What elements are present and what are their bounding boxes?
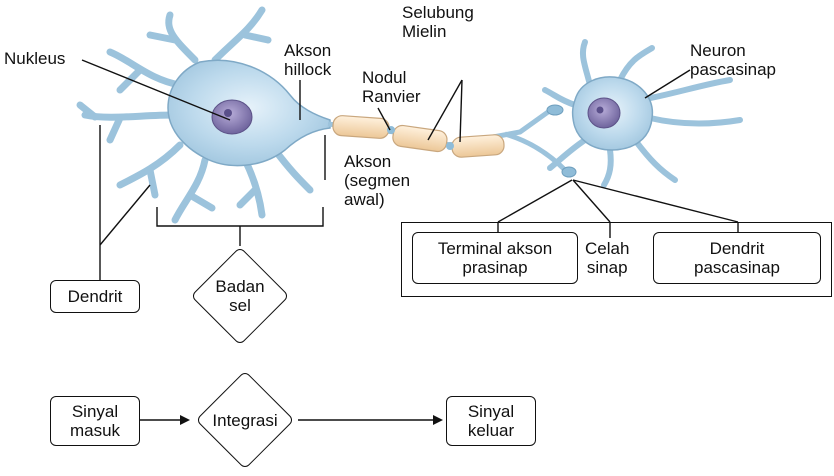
leader-lines xyxy=(81,59,739,421)
diamond-badan-sel: Badan sel xyxy=(190,246,290,346)
label-neuron-pascasinap: Neuron pascasinap xyxy=(690,41,777,79)
box-terminal-akson: Terminal akson prasinap xyxy=(412,232,578,284)
box-dendrit-pascasinap: Dendrit pascasinap xyxy=(653,232,821,284)
postsynaptic-dendrites xyxy=(542,39,743,188)
synapse-frame xyxy=(401,222,832,297)
label-selubung-mielin: Selubung Mielin xyxy=(402,3,474,41)
box-sinyal-masuk: Sinyal masuk xyxy=(50,396,140,446)
diamond-integrasi: Integrasi xyxy=(195,370,295,470)
integrasi-text: Integrasi xyxy=(212,410,278,430)
presynaptic-dendrites xyxy=(76,6,314,224)
label-akson-segmen-awal: Akson (segmen awal) xyxy=(344,152,411,209)
box-dendrit: Dendrit xyxy=(50,280,140,313)
badan-sel-text: Badan sel xyxy=(215,277,265,315)
label-akson-hillock: Akson hillock xyxy=(284,41,332,79)
label-nodul-ranvier: Nodul Ranvier xyxy=(362,68,421,106)
box-sinyal-keluar: Sinyal keluar xyxy=(446,396,536,446)
label-nukleus: Nukleus xyxy=(4,49,66,68)
label-celah-sinap: Celah sinap xyxy=(585,239,630,277)
arrow-heads xyxy=(180,415,443,425)
nucleus xyxy=(211,99,253,135)
